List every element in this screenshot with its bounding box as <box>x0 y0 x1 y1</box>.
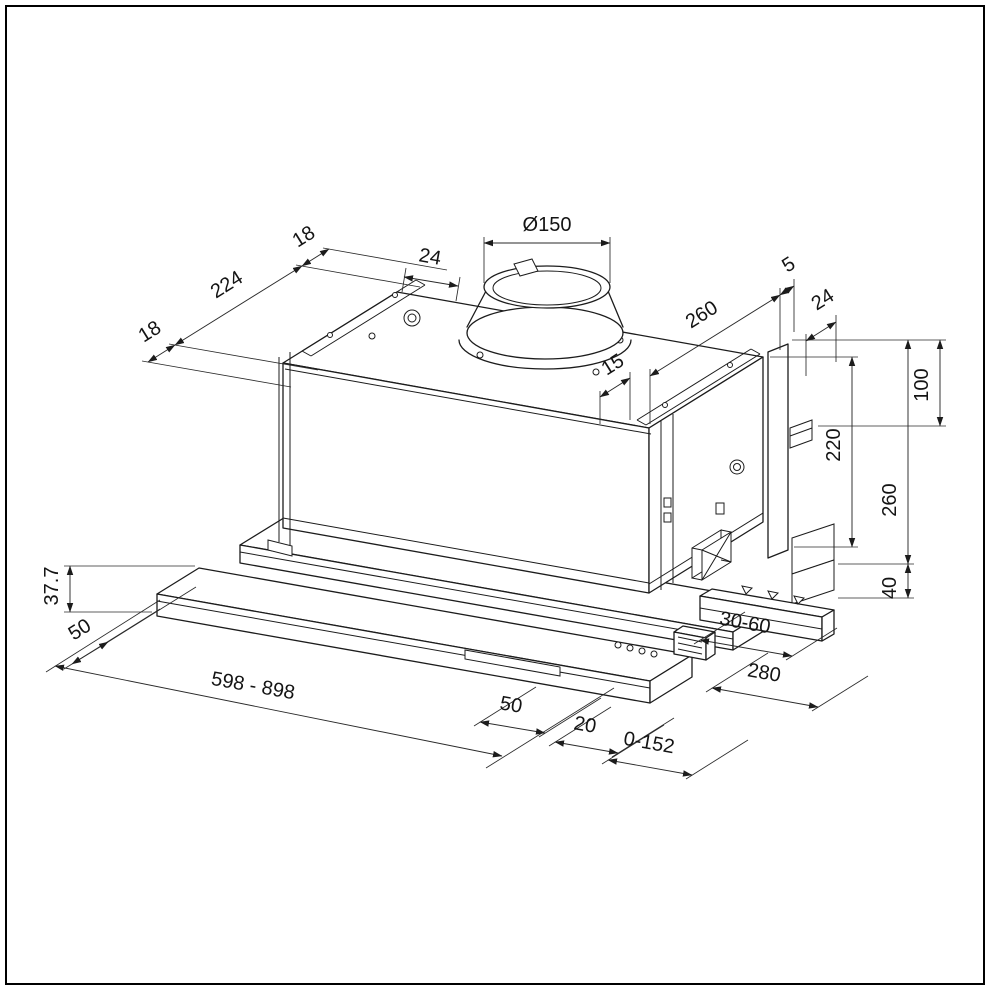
dim-label-37-7: 37.7 <box>41 567 63 606</box>
side-channel <box>699 588 835 642</box>
terminal-box <box>691 529 732 581</box>
rear-panel <box>767 343 789 559</box>
dim-label-20: 20 <box>572 712 598 738</box>
dim-label-50-left: 50 <box>65 615 96 645</box>
dim-100: 100 <box>792 339 946 427</box>
right-face-details <box>660 414 745 590</box>
top-face-holes <box>368 309 624 376</box>
dim-260-height: 260 <box>838 339 914 565</box>
hood-body <box>267 279 764 594</box>
dim-top-24: 24 <box>401 244 461 302</box>
dim-50-left: 50 <box>63 586 197 670</box>
dim-label-50-bottom: 50 <box>498 692 524 718</box>
dim-20: 20 <box>548 706 675 758</box>
page-border <box>5 5 985 985</box>
telescopic-rail-block <box>673 625 716 661</box>
dim-220: 220 <box>770 356 858 548</box>
left-bracket <box>267 352 293 557</box>
dim-50-bottom: 50 <box>473 686 602 738</box>
collar-notch <box>513 258 539 277</box>
roller <box>638 647 646 655</box>
dim-label-40: 40 <box>879 577 901 599</box>
dim-label-100: 100 <box>911 368 933 401</box>
dim-label-5: 5 <box>778 253 799 278</box>
hood-right-face <box>648 356 764 594</box>
roller <box>626 644 634 652</box>
dim-label-220: 220 <box>823 428 845 461</box>
dim-0-152: 0-152 <box>601 724 749 780</box>
dim-label-0-152: 0-152 <box>622 728 676 759</box>
dim-label-260-depth: 260 <box>682 297 722 333</box>
telescopic-visor <box>156 567 693 704</box>
dim-37-7: 37.7 <box>41 565 195 613</box>
dim-280: 280 <box>705 652 869 712</box>
dim-label-24-top: 24 <box>417 244 443 270</box>
dim-label-top-front-18: 18 <box>135 317 166 347</box>
dim-label-280: 280 <box>746 659 783 686</box>
roller <box>614 641 622 649</box>
roller <box>650 650 658 658</box>
dim-label-260-height: 260 <box>879 483 901 516</box>
wall-bracket-upper <box>789 419 813 449</box>
dim-label-top-back-18: 18 <box>289 222 320 252</box>
clip-marks <box>741 585 806 605</box>
visor-handle <box>464 649 561 677</box>
dim-label-diameter-150: Ø150 <box>523 214 572 236</box>
dim-duct-diameter: Ø150 <box>483 214 611 283</box>
dim-label-224: 224 <box>207 267 247 303</box>
dim-5: 5 <box>778 253 799 332</box>
dim-40: 40 <box>838 563 914 599</box>
dim-24-right: 24 <box>805 285 839 376</box>
wall-bracket-lower <box>791 523 835 605</box>
duct-collar <box>458 258 632 370</box>
dim-label-width-range: 598 - 898 <box>210 668 297 704</box>
dim-label-24-right: 24 <box>808 285 839 315</box>
